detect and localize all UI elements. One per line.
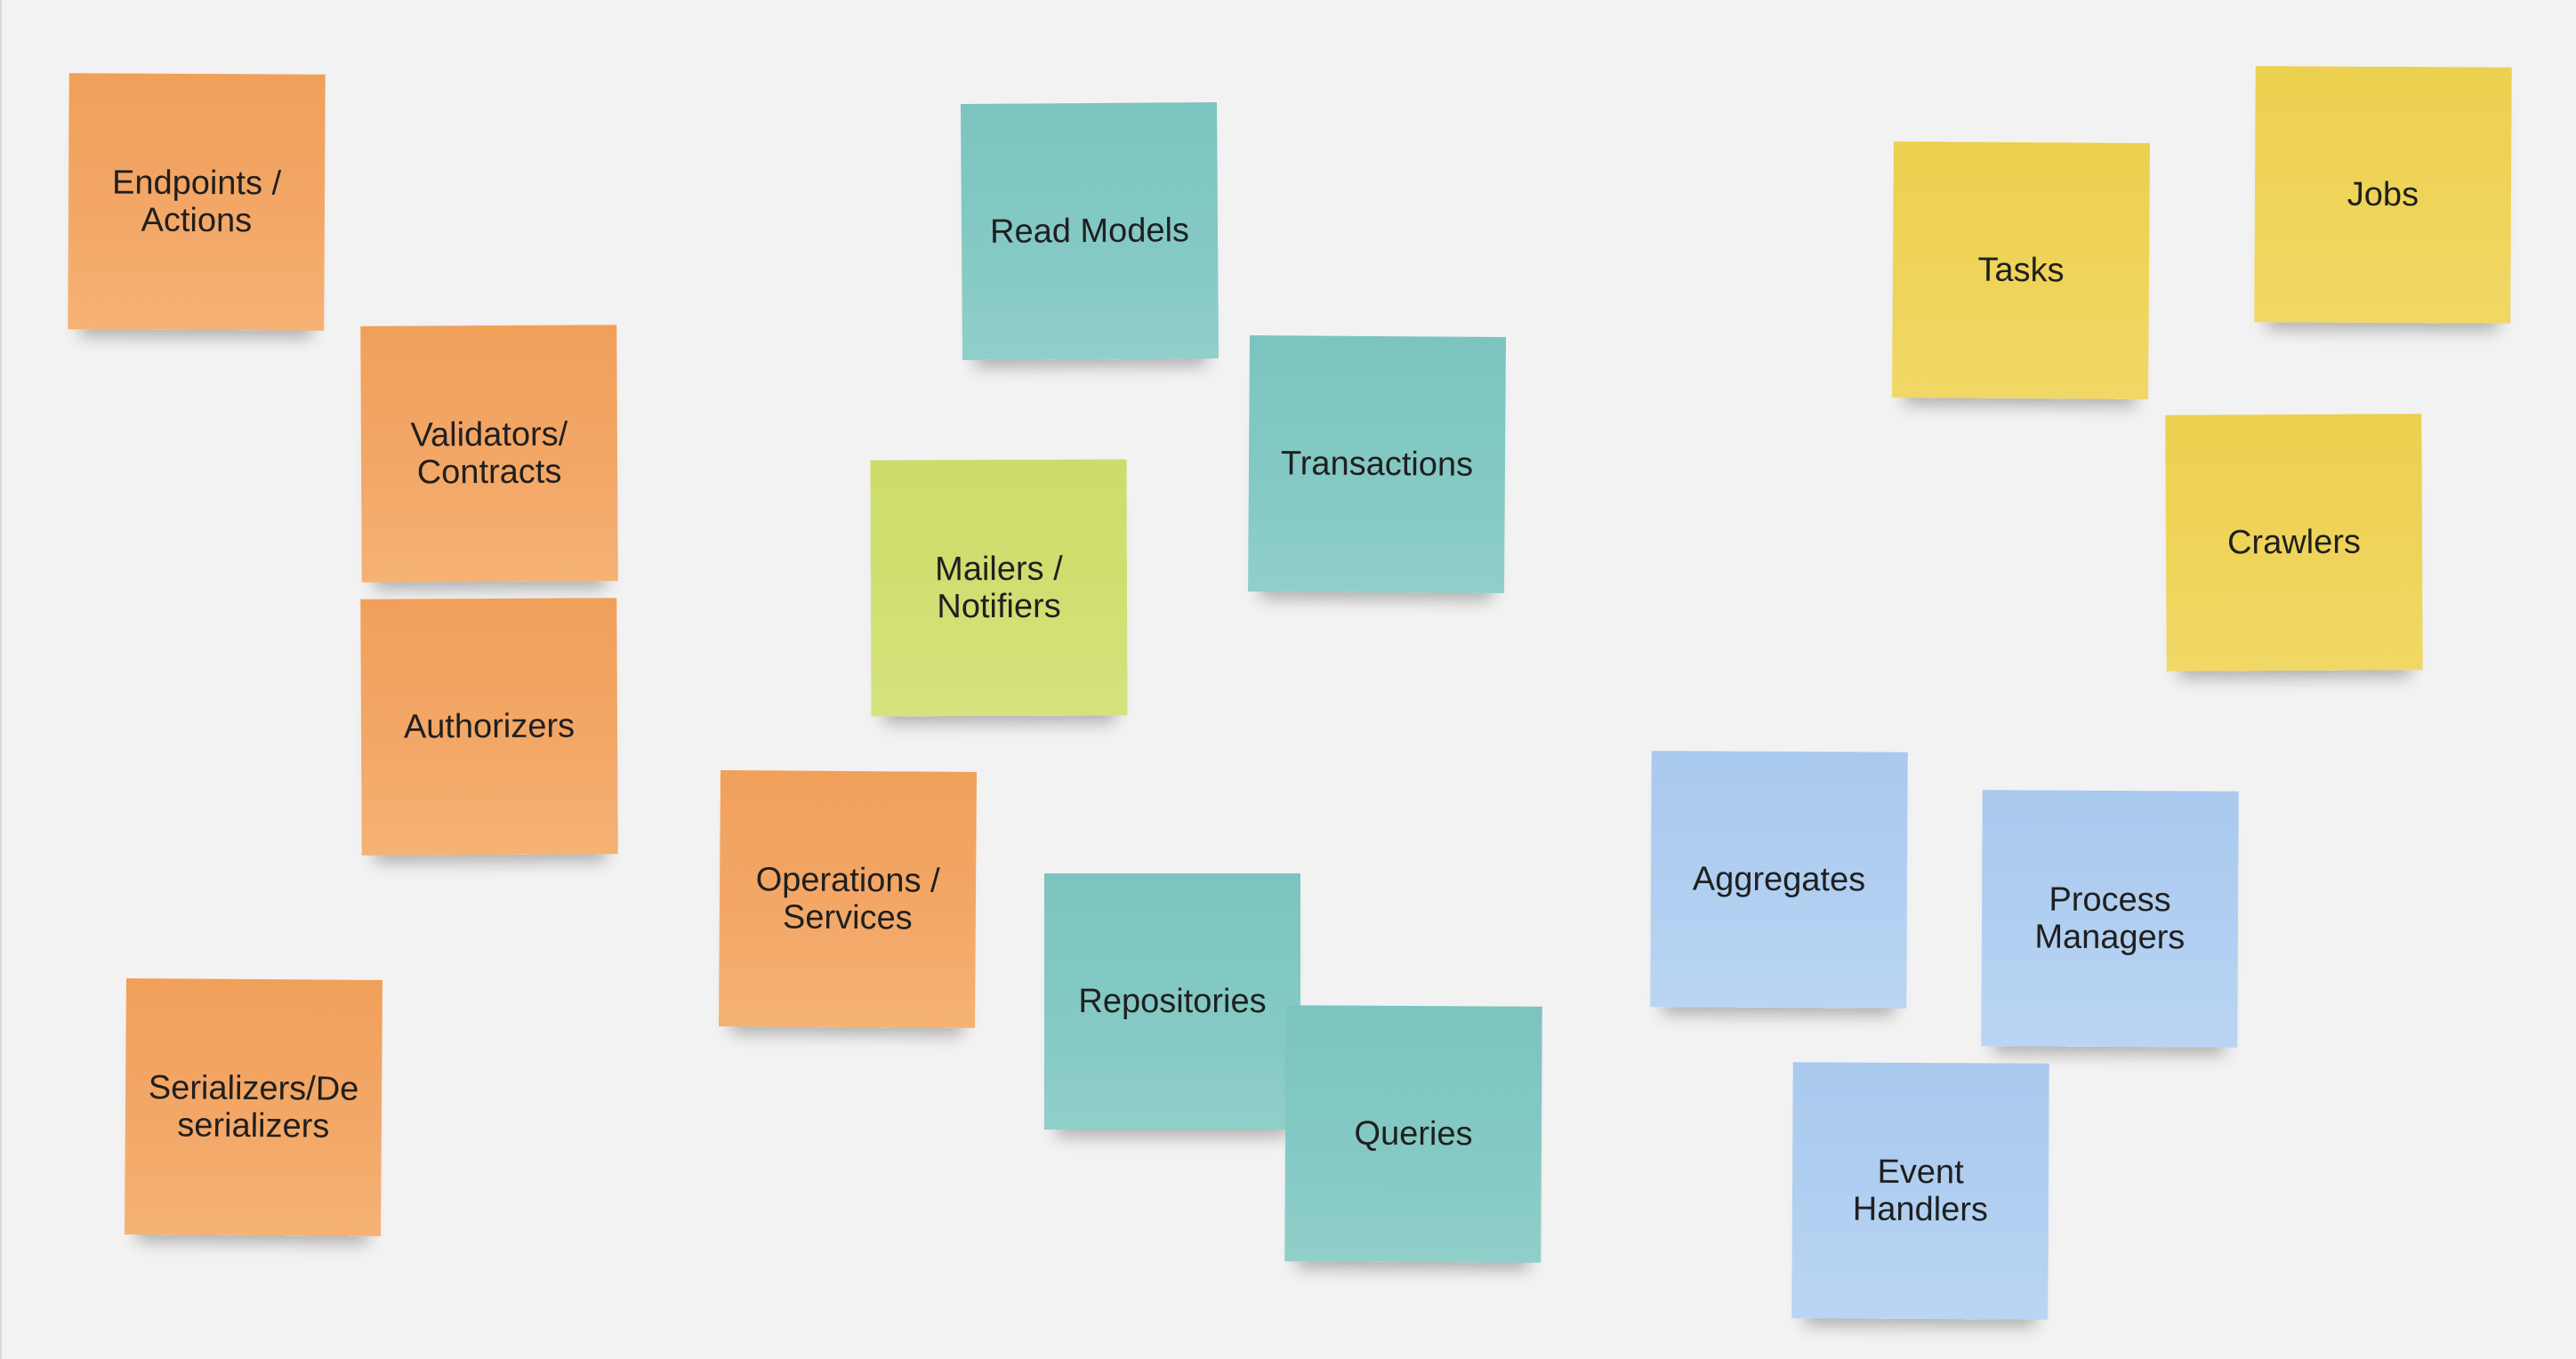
- sticky-note-label: Endpoints / Actions: [111, 164, 282, 240]
- sticky-note-validators-contracts[interactable]: Validators/ Contracts: [360, 325, 618, 583]
- sticky-note-label: Jobs: [2347, 175, 2419, 214]
- sticky-note-label: Serializers/De serializers: [148, 1069, 359, 1146]
- sticky-note-event-handlers[interactable]: Event Handlers: [1791, 1062, 2049, 1320]
- sticky-note-label: Crawlers: [2226, 523, 2362, 562]
- sticky-note-label: Operations / Services: [755, 861, 940, 937]
- sticky-note-label: Queries: [1354, 1114, 1473, 1154]
- sticky-note-transactions[interactable]: Transactions: [1247, 334, 1507, 594]
- sticky-note-jobs[interactable]: Jobs: [2254, 66, 2512, 324]
- sticky-note-label: Mailers / Notifiers: [935, 550, 1063, 626]
- sticky-note-read-models[interactable]: Read Models: [960, 101, 1220, 361]
- sticky-note-label: Read Models: [989, 212, 1190, 251]
- sticky-note-label: Process Managers: [2034, 881, 2186, 957]
- sticky-note-label: Tasks: [1977, 251, 2065, 290]
- sticky-note-endpoints-actions[interactable]: Endpoints / Actions: [68, 73, 326, 331]
- sticky-note-label: Transactions: [1280, 445, 1474, 484]
- sticky-note-label: Aggregates: [1692, 860, 1866, 899]
- sticky-note-label: Event Handlers: [1852, 1153, 1989, 1229]
- sticky-note-label: Authorizers: [403, 707, 576, 746]
- sticky-note-aggregates[interactable]: Aggregates: [1650, 751, 1908, 1009]
- sticky-note-authorizers[interactable]: Authorizers: [360, 598, 618, 856]
- sticky-note-queries[interactable]: Queries: [1284, 1005, 1542, 1263]
- sticky-note-label: Repositories: [1078, 983, 1267, 1020]
- sticky-note-operations-services[interactable]: Operations / Services: [718, 769, 978, 1029]
- sticky-note-label: Validators/ Contracts: [410, 415, 568, 492]
- sticky-note-repositories[interactable]: Repositories: [1044, 873, 1300, 1130]
- sticky-note-crawlers[interactable]: Crawlers: [2165, 414, 2423, 671]
- sticky-note-process-managers[interactable]: Process Managers: [1981, 790, 2239, 1048]
- sticky-note-mailers-notifiers[interactable]: Mailers / Notifiers: [870, 459, 1128, 717]
- sticky-note-serializers[interactable]: Serializers/De serializers: [124, 977, 383, 1237]
- sticky-note-tasks[interactable]: Tasks: [1891, 141, 2151, 400]
